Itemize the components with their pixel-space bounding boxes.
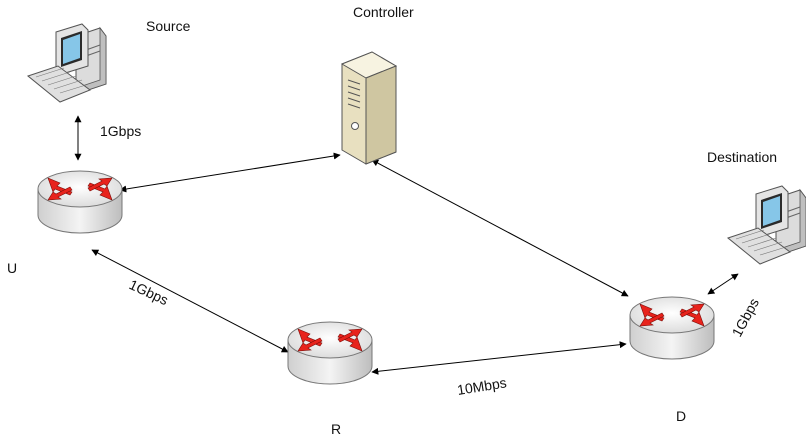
destination-label: Destination (707, 149, 777, 165)
link-controller-u (119, 152, 341, 193)
router-r-icon (287, 321, 373, 385)
link-label-u-r: 1Gbps (127, 276, 171, 308)
link-u-r (91, 249, 289, 353)
router-d-icon (629, 296, 715, 360)
link-controller-d (371, 159, 629, 297)
source-computer-icon (27, 23, 107, 103)
router-r-label: R (331, 421, 341, 437)
link-label-source-u: 1Gbps (100, 123, 141, 139)
link-r-d (371, 341, 627, 375)
controller-server-icon (341, 51, 397, 165)
router-u-icon (37, 170, 123, 234)
link-label-d-destination: 1Gbps (729, 295, 762, 339)
link-d-destination (707, 273, 739, 295)
router-u-label: U (7, 260, 17, 276)
router-d-label: D (676, 408, 686, 424)
destination-computer-icon (727, 185, 806, 265)
controller-label: Controller (353, 4, 414, 20)
source-label: Source (146, 18, 191, 34)
link-label-r-d: 10Mbps (456, 374, 508, 398)
